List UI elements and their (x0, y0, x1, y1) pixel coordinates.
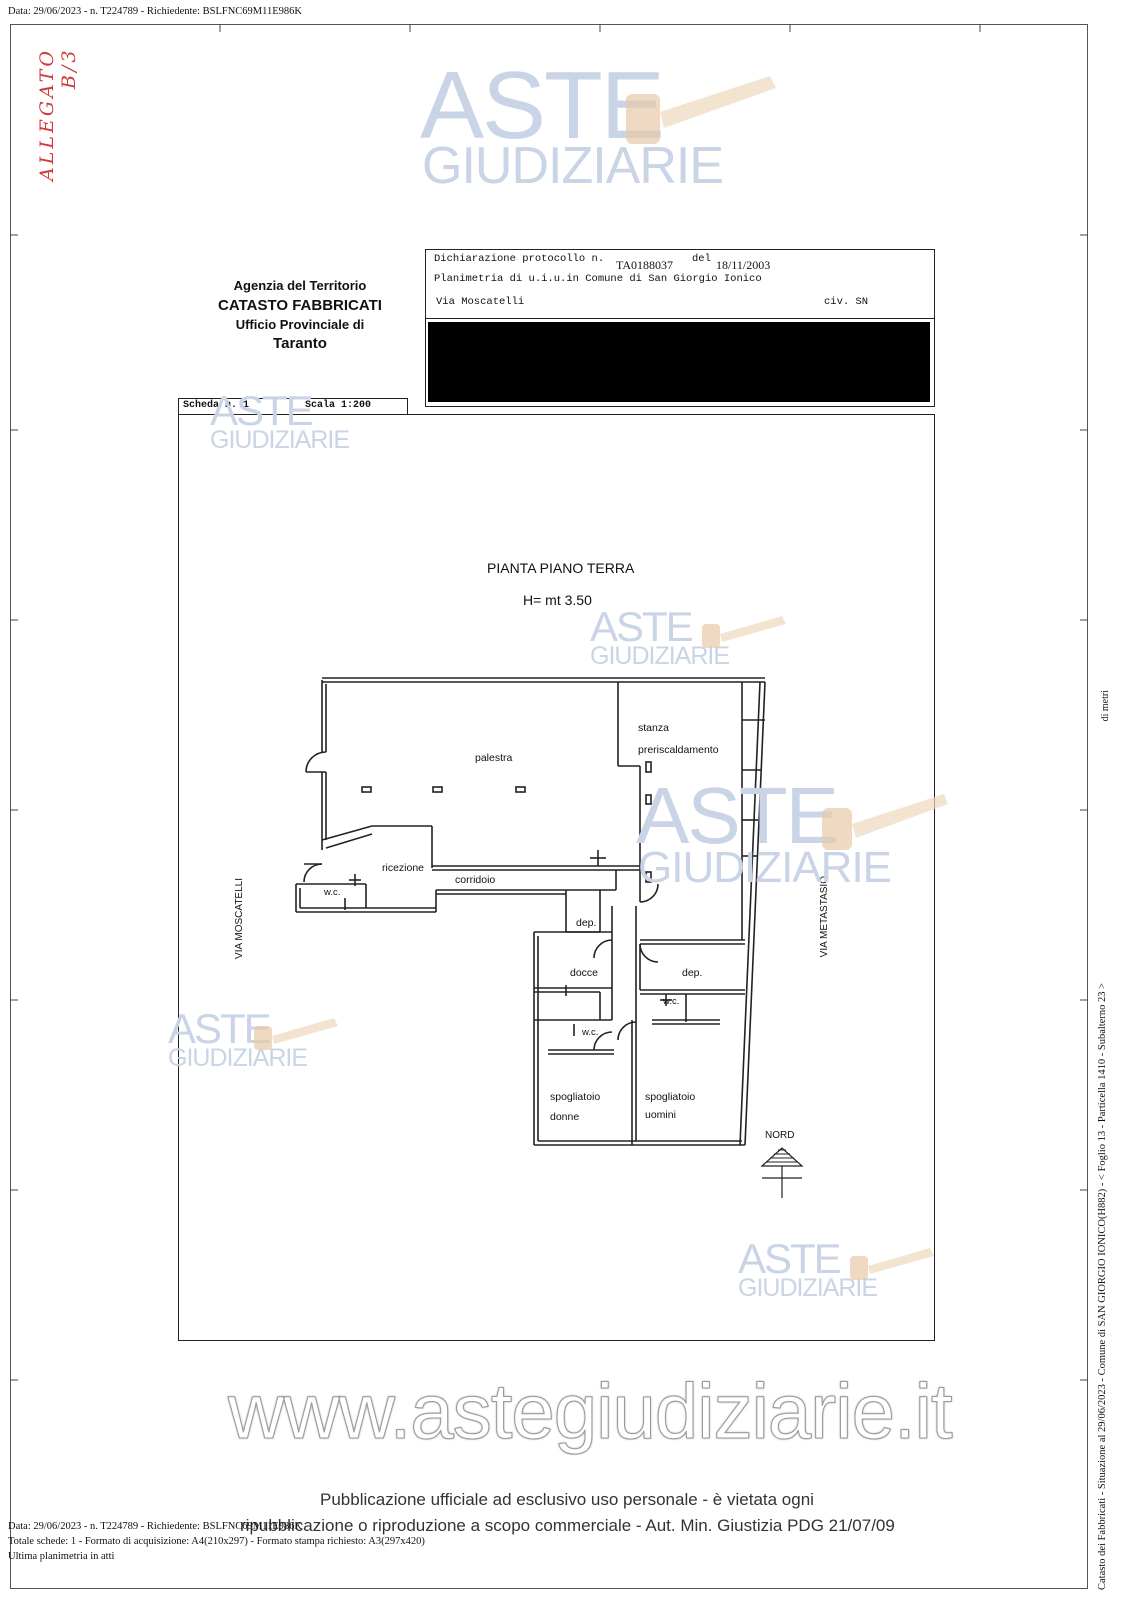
room-palestra: palestra (475, 752, 513, 764)
declaration-date: 18/11/2003 (716, 258, 771, 272)
gavel-icon (254, 1018, 338, 1050)
gavel-icon (850, 1248, 934, 1280)
room-spogliatoio-donne: spogliatoio (550, 1091, 601, 1103)
room-wc-left: w.c. (324, 887, 341, 898)
protocol-number: TA0188037 (616, 258, 674, 272)
street-left-label: VIA MOSCATELLI (234, 878, 245, 959)
agency-block: Agenzia del Territorio CATASTO FABBRICAT… (200, 278, 400, 352)
footer-line-1: Data: 29/06/2023 - n. T224789 - Richiede… (8, 1521, 302, 1532)
scala-label: Scala 1:200 (305, 400, 372, 411)
header-line: Data: 29/06/2023 - n. T224789 - Richiede… (8, 6, 302, 17)
room-docce: docce (570, 967, 599, 979)
civic-number: civ. SN (824, 296, 869, 308)
watermark-logo-small-2: ASTE GIUDIZIARIE (590, 606, 790, 676)
gavel-icon (822, 794, 948, 850)
watermark-logo-left: ASTE GIUDIZIARIE (168, 1008, 368, 1078)
room-wc-donne: w.c. (582, 1027, 599, 1038)
watermark-logo-mid: ASTE GIUDIZIARIE (636, 776, 956, 901)
room-preriscaldamento: preriscaldamento (638, 744, 719, 756)
room-donne: donne (550, 1111, 580, 1123)
room-dep-right: dep. (682, 967, 703, 979)
footer-line-2: Totale schede: 1 - Formato di acquisizio… (8, 1536, 425, 1547)
north-arrow-icon (760, 1147, 804, 1198)
page-frame (10, 24, 1088, 1589)
room-wc-uomini: w.c. (663, 996, 680, 1007)
footer-line-3: Ultima planimetria in atti (8, 1551, 115, 1562)
watermark-url: www.astegiudiziarie.it (228, 1367, 954, 1456)
watermark-logo-top: ASTE GIUDIZIARIE (420, 58, 780, 193)
declaration-label: Dichiarazione protocollo n. (434, 253, 605, 265)
street-line: Via Moscatelli (436, 296, 525, 308)
gavel-icon (626, 76, 776, 144)
drawing-frame (178, 414, 935, 1341)
agency-name: Agenzia del Territorio (233, 278, 367, 293)
side-small-label: di metri (1100, 690, 1111, 722)
scheda-label: Scheda n. 1 (183, 400, 250, 411)
plan-title: PIANTA PIANO TERRA (487, 560, 635, 576)
north-label: NORD (765, 1130, 795, 1141)
watermark-logo-bottom: ASTE GIUDIZIARIE (738, 1238, 938, 1308)
room-spogliatoio-uomini: spogliatoio (645, 1091, 696, 1103)
room-ricezione: ricezione (382, 862, 425, 874)
room-stanza: stanza (638, 722, 669, 734)
publication-notice-2: ripubblicazione o riproduzione a scopo c… (240, 1516, 895, 1535)
redaction-block (428, 322, 930, 402)
watermark-logo-small-1: ASTE GIUDIZIARIE (210, 387, 350, 454)
office-label: Ufficio Provinciale di (235, 317, 365, 332)
side-cadastre-info: Catasto dei Fabbricati - Situazione al 2… (1097, 982, 1108, 1590)
room-dep-left: dep. (576, 917, 597, 929)
publication-notice-1: Pubblicazione ufficiale ad esclusivo uso… (320, 1490, 814, 1509)
room-uomini: uomini (645, 1109, 676, 1121)
room-corridoio: corridoio (455, 874, 496, 886)
catasto-title: CATASTO FABBRICATI (218, 297, 382, 314)
plan-height: H= mt 3.50 (523, 592, 592, 608)
planimetria-line: Planimetria di u.i.u.in Comune di San Gi… (434, 273, 762, 285)
declaration-box: Dichiarazione protocollo n. TA0188037 de… (425, 249, 935, 407)
gavel-icon (702, 616, 786, 648)
office-city: Taranto (273, 335, 327, 352)
del-label: del (692, 253, 711, 265)
